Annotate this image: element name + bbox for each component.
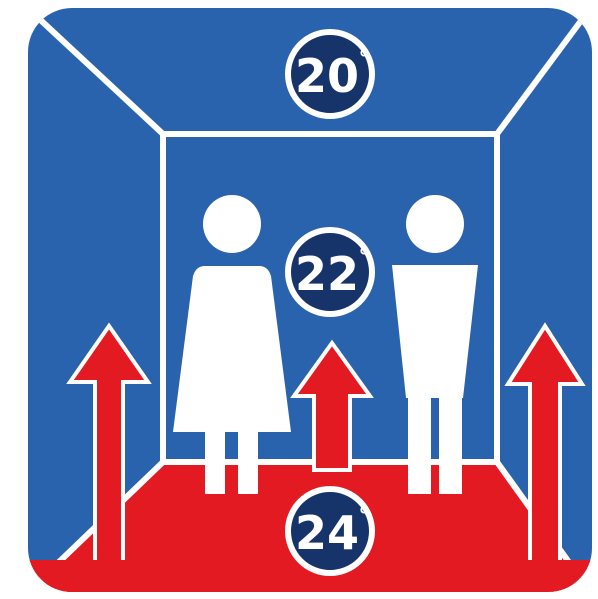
temperature-badge-floor: 24 ° (288, 489, 372, 573)
temperature-badge-middle: 22 ° (288, 230, 372, 314)
ceiling-temperature-unit: ° (359, 47, 370, 72)
ceiling-temperature-value: 20 (295, 49, 359, 103)
middle-temperature-unit: ° (359, 245, 370, 270)
middle-temperature-value: 22 (295, 247, 359, 301)
floor-temperature-unit: ° (359, 504, 370, 529)
temperature-badge-ceiling: 20 ° (288, 32, 372, 116)
floor-temperature-value: 24 (295, 506, 359, 560)
